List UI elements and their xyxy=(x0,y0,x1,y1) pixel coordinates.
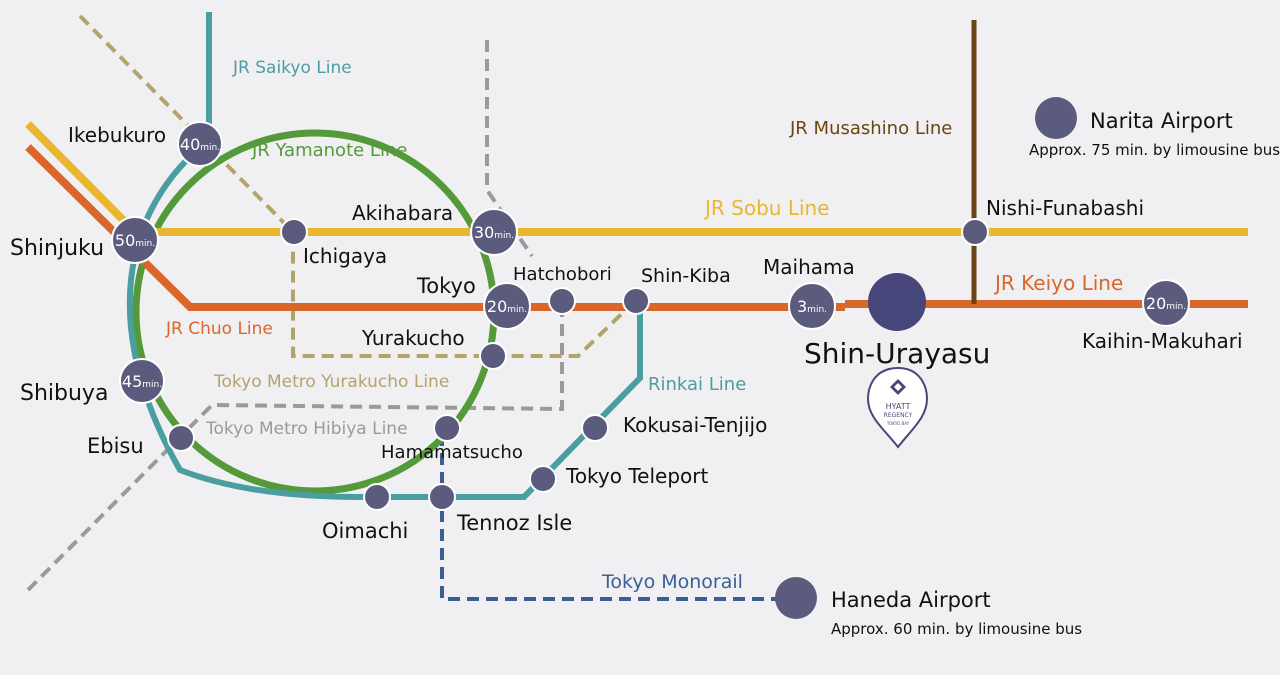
travel-time-ikebukuro: 40 xyxy=(180,135,200,154)
travel-time-unit: min. xyxy=(142,380,162,390)
station-label-shinjuku: Shinjuku xyxy=(10,236,104,261)
airport-note-narita: Approx. 75 min. by limousine bus xyxy=(1029,141,1280,159)
station-label-ikebukuro: Ikebukuro xyxy=(68,123,166,147)
travel-time-unit: min. xyxy=(494,231,514,241)
hibiya-line-label: Tokyo Metro Hibiya Line xyxy=(205,419,408,439)
saikyo-line-label: JR Saikyo Line xyxy=(232,58,352,78)
station-kokusai-tenjijo[interactable] xyxy=(581,414,609,442)
hyatt-place: TOKYO BAY xyxy=(886,421,910,426)
airport-narita[interactable] xyxy=(1035,97,1077,139)
svg-text:30min.: 30min. xyxy=(474,223,514,242)
yurakucho-line-label: Tokyo Metro Yurakucho Line xyxy=(213,372,449,392)
station-tennoz-isle[interactable] xyxy=(428,483,456,511)
svg-text:40min.: 40min. xyxy=(180,135,220,154)
station-label-hamamatsucho: Hamamatsucho xyxy=(381,442,523,463)
yamanote-line-label: JR Yamanote Line xyxy=(251,140,407,161)
station-hatchobori[interactable] xyxy=(548,287,576,315)
station-tokyo-teleport[interactable] xyxy=(529,465,557,493)
rinkai-line-label: Rinkai Line xyxy=(648,374,746,395)
hyatt-pin-icon: HYATT REGENCY TOKYO BAY xyxy=(866,366,929,449)
station-label-hatchobori: Hatchobori xyxy=(513,264,612,285)
station-shin-kiba[interactable] xyxy=(622,287,650,315)
keiyo-line-label: JR Keiyo Line xyxy=(993,271,1123,295)
station-shibuya[interactable]: 45min. xyxy=(119,358,165,404)
station-label-ebisu: Ebisu xyxy=(87,434,144,458)
station-akihabara[interactable]: 30min. xyxy=(470,208,518,256)
sobu-line-label: JR Sobu Line xyxy=(703,196,830,220)
svg-text:45min.: 45min. xyxy=(122,372,162,391)
station-label-oimachi: Oimachi xyxy=(322,519,408,543)
station-maihama[interactable]: 3min. xyxy=(788,282,836,330)
travel-time-shinjuku: 50 xyxy=(115,231,135,250)
musashino-line-label: JR Musashino Line xyxy=(789,118,952,139)
station-ichigaya[interactable] xyxy=(280,218,308,246)
travel-time-unit: min. xyxy=(507,305,527,315)
station-oimachi[interactable] xyxy=(363,483,391,511)
airport-label-narita: Narita Airport xyxy=(1090,109,1233,133)
hyatt-brand: HYATT xyxy=(886,402,911,411)
travel-time-tokyo: 20 xyxy=(487,297,507,316)
svg-text:20min.: 20min. xyxy=(1146,294,1186,313)
station-label-shin-urayasu: Shin-Urayasu xyxy=(804,337,990,370)
travel-time-unit: min. xyxy=(807,305,827,315)
travel-time-unit: min. xyxy=(1166,302,1186,312)
airport-note-haneda: Approx. 60 min. by limousine bus xyxy=(831,620,1082,638)
station-yurakucho[interactable] xyxy=(479,342,507,370)
station-label-shibuya: Shibuya xyxy=(20,381,108,406)
travel-time-shibuya: 45 xyxy=(122,372,142,391)
svg-text:3min.: 3min. xyxy=(797,297,827,316)
station-label-shin-kiba: Shin-Kiba xyxy=(641,265,731,287)
airport-haneda[interactable] xyxy=(775,577,817,619)
svg-text:50min.: 50min. xyxy=(115,231,155,250)
station-label-nishi-funabashi: Nishi-Funabashi xyxy=(986,196,1144,220)
station-ikebukuro[interactable]: 40min. xyxy=(177,121,223,167)
travel-time-maihama: 3 xyxy=(797,297,807,316)
station-label-tokyo: Tokyo xyxy=(416,274,476,298)
travel-time-kaihin-makuhari: 20 xyxy=(1146,294,1166,313)
monorail-line-path xyxy=(440,434,795,601)
station-shin-urayasu[interactable] xyxy=(868,273,926,331)
station-label-kokusai-tenjijo: Kokusai-Tenjijo xyxy=(623,413,767,437)
hibiya-line-path xyxy=(26,300,564,592)
travel-time-unit: min. xyxy=(135,239,155,249)
hibiya-north-branch-path xyxy=(485,40,534,258)
chuo-line-label: JR Chuo Line xyxy=(165,319,273,339)
airport-label-haneda: Haneda Airport xyxy=(831,588,991,612)
station-hamamatsucho[interactable] xyxy=(433,414,461,442)
station-label-yurakucho: Yurakucho xyxy=(361,326,465,350)
station-tokyo[interactable]: 20min. xyxy=(483,282,531,330)
saikyo-line-path xyxy=(126,12,643,500)
hyatt-sub: REGENCY xyxy=(884,412,913,419)
station-label-kaihin-makuhari: Kaihin-Makuhari xyxy=(1082,329,1243,353)
station-nishi-funabashi[interactable] xyxy=(961,218,989,246)
station-label-ichigaya: Ichigaya xyxy=(303,244,387,268)
station-label-akihabara: Akihabara xyxy=(352,201,453,225)
station-ebisu[interactable] xyxy=(167,424,195,452)
travel-time-unit: min. xyxy=(200,143,220,153)
svg-text:20min.: 20min. xyxy=(487,297,527,316)
station-label-tennoz-isle: Tennoz Isle xyxy=(456,511,572,535)
travel-time-akihabara: 30 xyxy=(474,223,494,242)
yurakucho-line-path xyxy=(78,14,638,358)
station-kaihin-makuhari[interactable]: 20min. xyxy=(1142,279,1190,327)
station-label-maihama: Maihama xyxy=(763,255,855,279)
monorail-line-label: Tokyo Monorail xyxy=(601,571,743,593)
station-shinjuku[interactable]: 50min. xyxy=(111,216,159,264)
station-label-tokyo-teleport: Tokyo Teleport xyxy=(565,464,708,488)
